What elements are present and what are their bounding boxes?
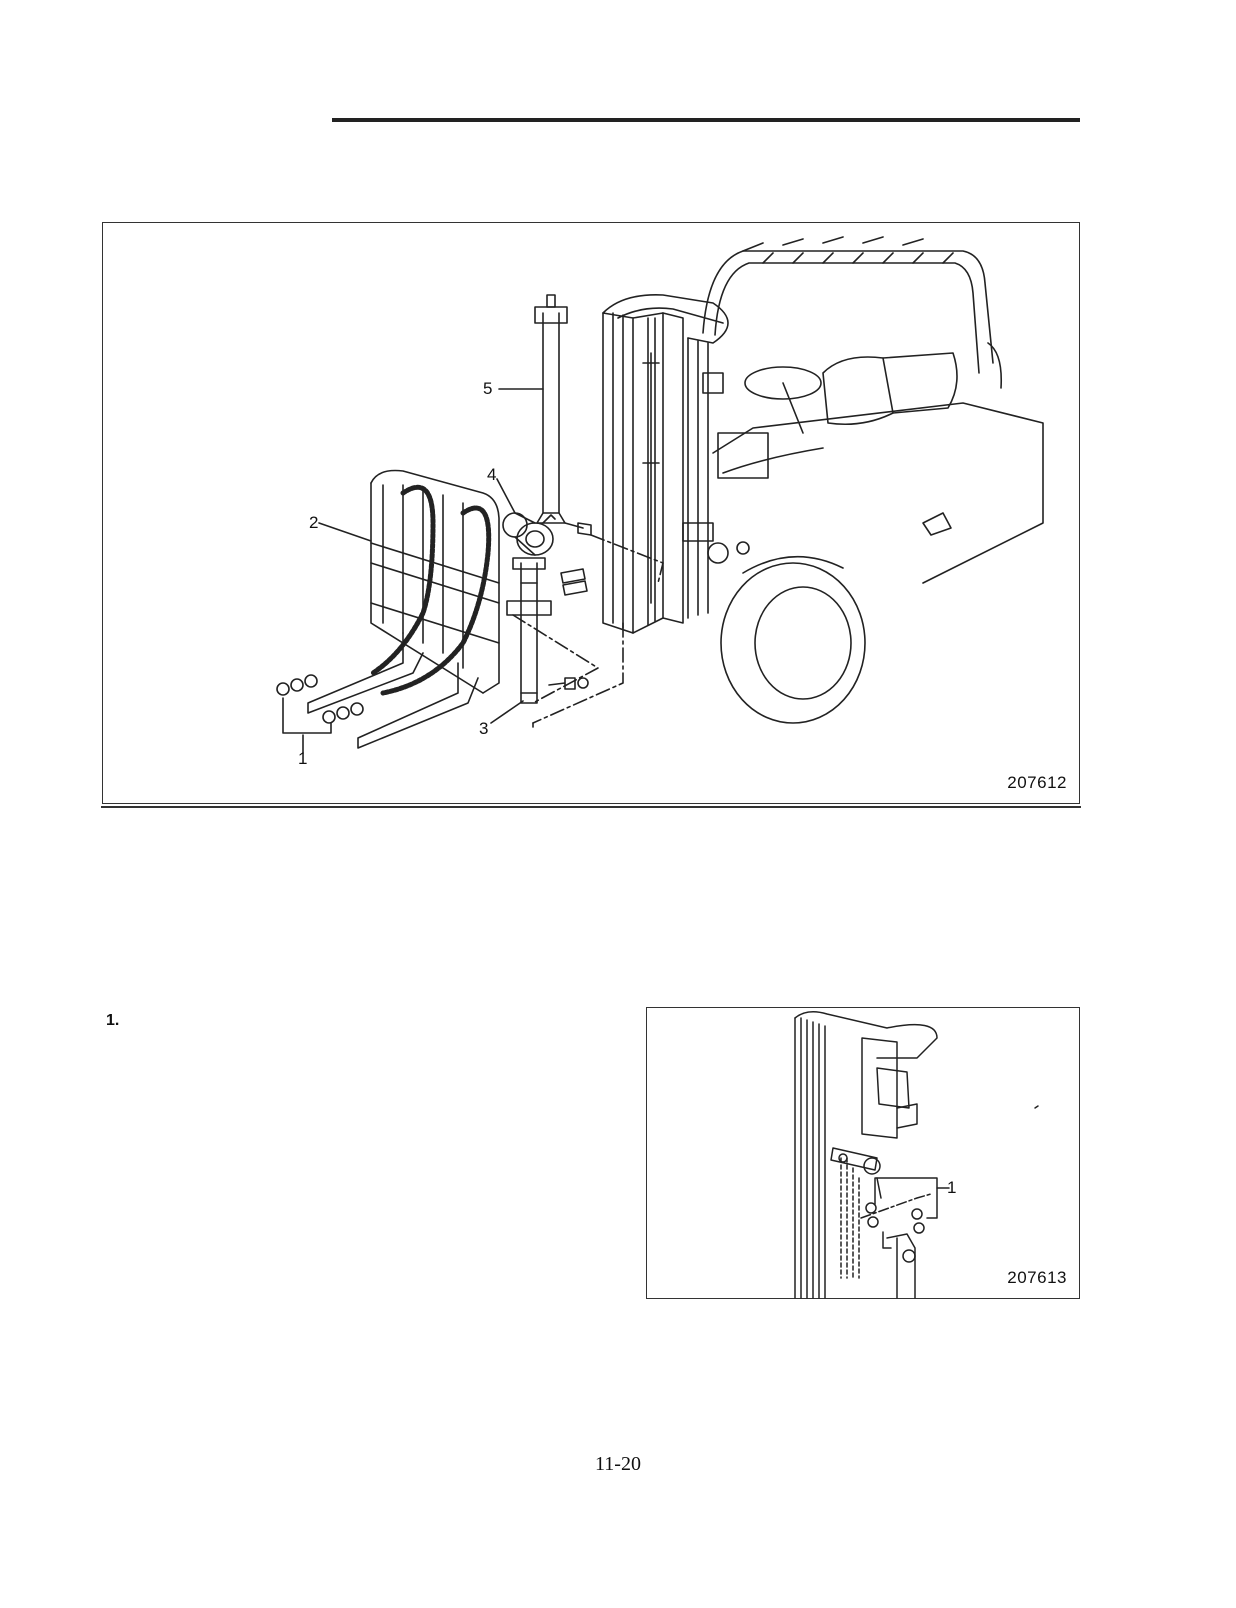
detail-callout-1: 1 bbox=[947, 1178, 957, 1197]
figure-bottom-rule bbox=[101, 806, 1081, 808]
step-number: 1. bbox=[106, 1012, 120, 1029]
figure-exploded-view: 5 4 2 3 1 207612 bbox=[101, 222, 1081, 808]
figure-detail-view: 1 207613 bbox=[646, 1007, 1080, 1299]
mast-detail-drawing bbox=[794, 1011, 1039, 1299]
figure-number: 207612 bbox=[1007, 773, 1067, 792]
callout-2: 2 bbox=[309, 513, 319, 532]
callout-4: 4 bbox=[487, 465, 497, 484]
callout-5: 5 bbox=[483, 379, 493, 398]
page-number: 11-20 bbox=[595, 1453, 641, 1475]
header-rule bbox=[332, 118, 1080, 122]
figure-number: 207613 bbox=[1007, 1268, 1067, 1287]
callout-1: 1 bbox=[298, 749, 308, 768]
forklift-exploded-drawing bbox=[276, 236, 1044, 754]
callout-3: 3 bbox=[479, 719, 489, 738]
